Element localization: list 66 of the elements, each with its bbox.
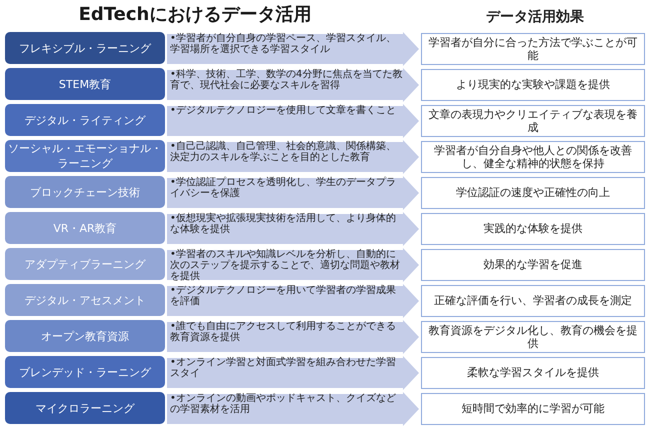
description-text: •自己己認識、自己管理、社会的意識、関係構築、決定力のスキルを学ぶことを目的とした教育 (170, 141, 397, 163)
topic-box (5, 392, 165, 424)
topic-box (5, 284, 165, 316)
effect-box (421, 393, 645, 425)
effect-box (421, 249, 645, 281)
description-text: •デジタルテクノロジーを使用して文章を書くこと (170, 105, 396, 116)
description-text: •学位認証プロセスを透明化し、学生のデータプライバシーを保護 (170, 177, 397, 199)
topic-box (5, 248, 165, 280)
effect-box (421, 141, 645, 173)
effect-text: より現実的な実験や課題を提供 (456, 78, 610, 92)
topic-box (5, 212, 165, 244)
effect-box (421, 285, 645, 317)
description-text: •デジタルテクノロジーを用いて学習者の学習成果を評価 (170, 285, 397, 307)
effect-text: 実践的な体験を提供 (484, 222, 582, 236)
diagram-title: EdTechにおけるデータ活用 (78, 3, 312, 26)
effect-box (421, 213, 645, 245)
effect-text: 学習者が自分自身や他人との関係を改善し、健全な精神的状態を保持 (433, 144, 633, 170)
effect-box (421, 69, 645, 101)
column-heading: データ活用効果 (485, 8, 585, 26)
description-text: •学習者が自分自身の学習ペース、学習スタイル、学習場所を選択できる学習スタイル (170, 33, 397, 55)
topic-name: フレキシブル・ラーニング (19, 40, 151, 56)
effect-box (421, 105, 645, 137)
topic-box (5, 68, 165, 100)
topic-name: アダプティブラーニング (24, 256, 146, 272)
arrow-band (167, 284, 419, 318)
description-text: •科学、技術、工学、数学の4分野に焦点を当てた教育で、現代社会に必要なスキルを習得 (170, 69, 404, 91)
topic-name: ブロックチェーン技術 (30, 184, 140, 200)
topic-name: ソーシャル・エモーショナル・ラーニング (8, 141, 162, 171)
arrow-band (167, 104, 419, 138)
arrow-band (167, 140, 419, 174)
topic-box (5, 320, 165, 352)
description-text: •仮想現実や拡張現実技術を活用して、より身体的な体験を提供 (170, 213, 397, 235)
topic-name: VR・AR教育 (53, 220, 117, 236)
effect-box (421, 357, 645, 389)
arrow-band (167, 176, 419, 210)
effect-text: 学位認証の速度や正確性の向上 (456, 186, 610, 200)
description-text: •学習者のスキルや知識レベルを分析し、自動的に次のステップを提示することで、適切な問題や教材を提供 (170, 249, 401, 282)
arrow-band (167, 68, 419, 102)
topic-box (5, 356, 165, 388)
arrow-band (167, 32, 419, 66)
effect-text: 教育資源をデジタル化し、教育の機会を提供 (428, 324, 638, 350)
arrow-band (167, 212, 419, 246)
topic-box (5, 32, 165, 64)
arrow-band (167, 392, 419, 426)
effect-text: 効果的な学習を促進 (484, 258, 582, 272)
topic-name: STEM教育 (58, 76, 112, 92)
effect-box (421, 321, 645, 353)
effect-text: 学習者が自分に合った方法で学ぶことが可能 (428, 36, 638, 62)
topic-name: マイクロラーニング (36, 400, 134, 416)
topic-name: オープン教育資源 (41, 328, 129, 344)
effect-text: 正確な評価を行い、学習者の成長を測定 (434, 294, 632, 308)
topic-box (5, 104, 165, 136)
effect-box (421, 33, 645, 65)
effect-text: 文章の表現力やクリエイティブな表現を養成 (428, 108, 638, 134)
arrow-band (167, 320, 419, 354)
topic-name: デジタル・ライティング (24, 112, 146, 128)
effect-text: 短時間で効率的に学習が可能 (462, 402, 604, 416)
description-text: •誰でも自由にアクセスして利用することができる教育資源を提供 (170, 321, 397, 343)
effect-box (421, 177, 645, 209)
topic-box (5, 176, 165, 208)
topic-name: デジタル・アセスメント (24, 292, 146, 308)
arrow-band (167, 356, 419, 390)
effect-text: 柔軟な学習スタイルを提供 (467, 366, 599, 380)
topic-name: ブレンデッド・ラーニング (19, 364, 151, 380)
description-text: •オンライン学習と対面式学習を組み合わせた学習スタイ (170, 357, 397, 379)
description-text: •オンラインの動画やポッドキャスト、クイズなどの学習素材を活用 (170, 393, 397, 415)
